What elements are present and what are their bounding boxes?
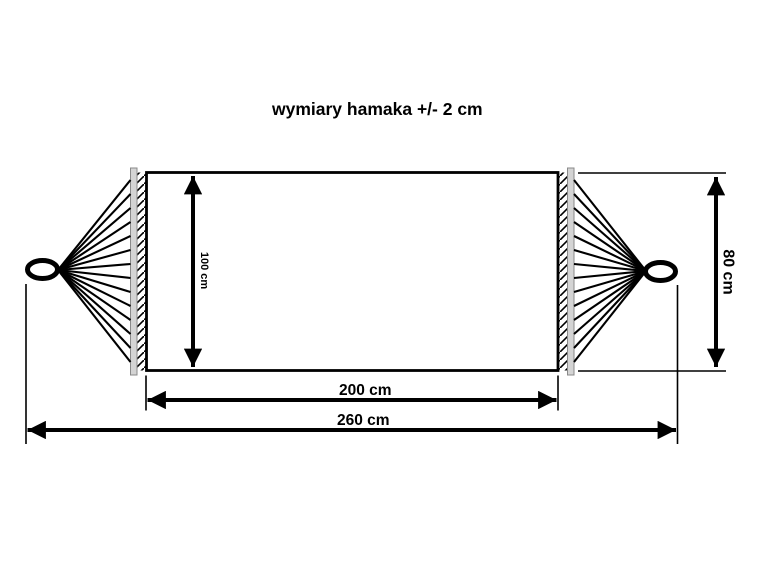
spreader-span-label: 80 cm: [719, 249, 737, 295]
left-suspension-ring: [25, 258, 60, 281]
left-rope-fan: [57, 179, 132, 363]
fabric-width-label: 100 cm: [198, 251, 211, 290]
right-suspension-ring: [643, 260, 678, 283]
hammock-fabric: [145, 171, 560, 372]
page-title: wymiary hamaka +/- 2 cm: [272, 99, 483, 119]
total-length-label: 260 cm: [337, 412, 390, 429]
left-spreader-bar: [130, 167, 138, 376]
right-fabric-gather-hatch: [558, 172, 568, 371]
fabric-length-label: 200 cm: [339, 382, 392, 399]
right-rope-fan: [573, 179, 647, 363]
right-spreader-bar: [567, 167, 575, 376]
left-fabric-gather-hatch: [137, 172, 147, 371]
